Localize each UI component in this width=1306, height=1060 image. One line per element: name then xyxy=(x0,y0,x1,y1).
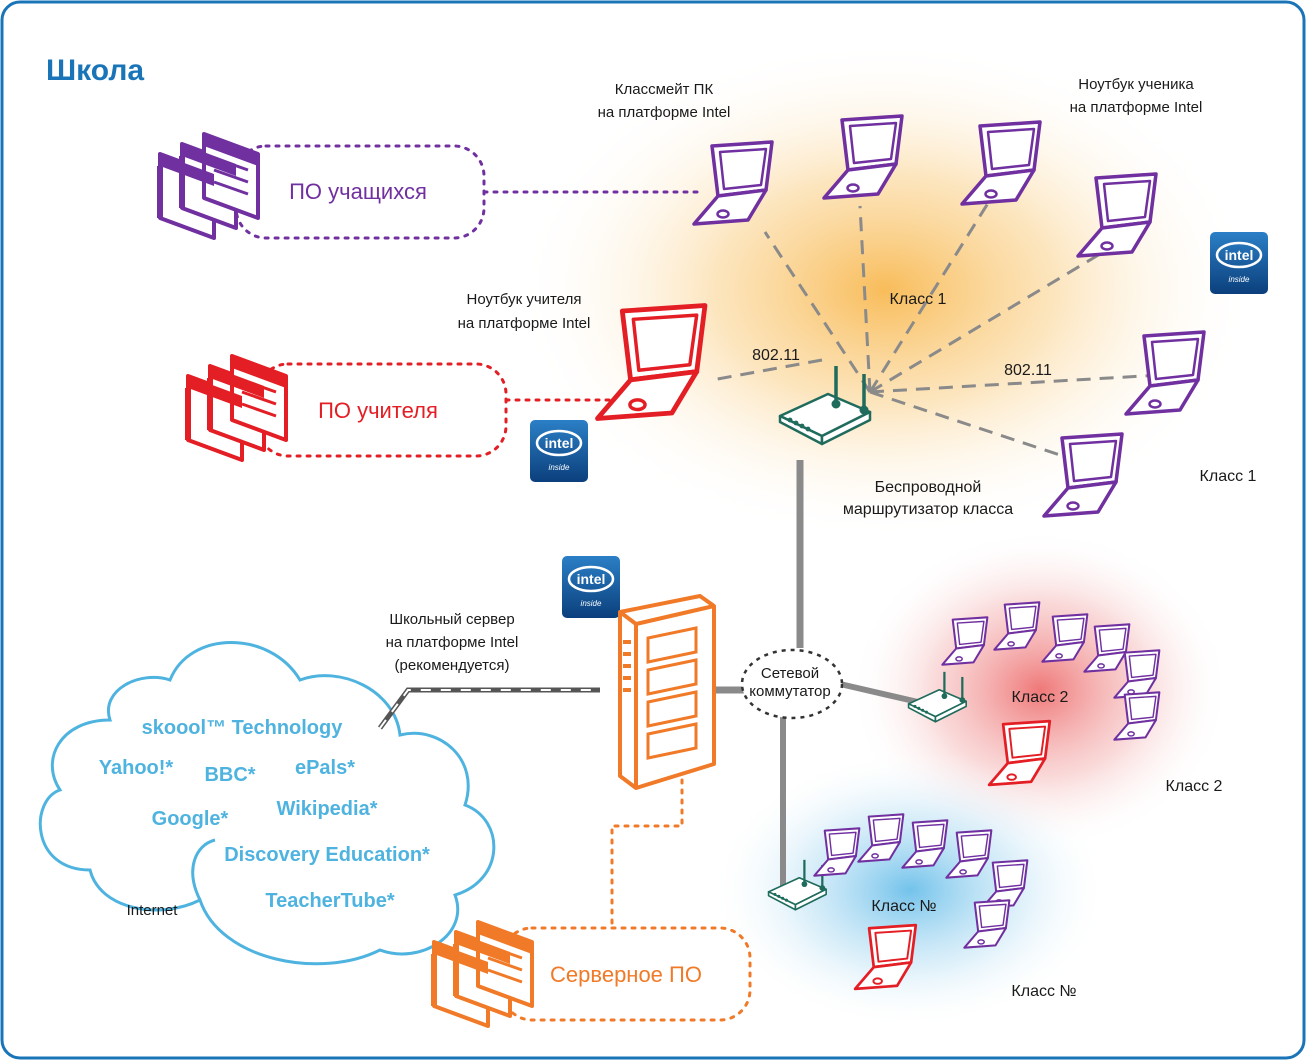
cloud-item-bbc: BBC* xyxy=(204,764,255,786)
cloud-item-google: Google* xyxy=(152,808,229,830)
internet-cloud xyxy=(38,641,496,966)
classmate-pc-label-line2: на платформе Intel xyxy=(598,104,731,121)
page-title: Школа xyxy=(46,54,144,87)
school-server-label-line3: (рекомендуется) xyxy=(395,657,510,674)
internet-to-server-link xyxy=(377,687,600,730)
intel-logo-text: intel xyxy=(1225,247,1254,263)
class1-side-label: Класс 1 xyxy=(1200,468,1257,485)
school-server-label-line1: Школьный сервер xyxy=(389,611,514,628)
internet-label: Internet xyxy=(127,902,179,919)
teacher-laptop-label-line2: на платформе Intel xyxy=(458,315,591,332)
cloud-item-discovery: Discovery Education* xyxy=(224,844,430,866)
switch-label-line1: Сетевой xyxy=(761,665,819,682)
classmate-pc-label-line1: Классмейт ПК xyxy=(615,81,714,98)
student-software-label: ПО учащихся xyxy=(289,179,427,204)
teacher-software-bubble xyxy=(256,362,508,458)
intel-tagline-text: inside xyxy=(1229,275,1250,284)
classn-glow xyxy=(710,750,1110,1030)
school-server-icon xyxy=(618,594,716,790)
cloud-item-epals: ePals* xyxy=(295,757,355,779)
wifi-label-right: 802.11 xyxy=(1004,362,1052,379)
class2-side-label: Класс 2 xyxy=(1166,778,1223,795)
cloud-inner-curve xyxy=(191,838,216,901)
switch-to-class2-link xyxy=(839,681,919,705)
cloud-item-skoool: skoool™ Technology xyxy=(142,717,344,739)
wifi-label-left: 802.11 xyxy=(752,347,800,364)
cloud-item-yahoo: Yahoo!* xyxy=(99,757,174,779)
network-switch xyxy=(740,648,844,720)
intel-inside-badge: intel inside xyxy=(1210,232,1268,294)
class1-center-label: Класс 1 xyxy=(890,291,947,308)
intel-tagline-text: inside xyxy=(549,463,570,472)
student-laptop-label-line1: Ноутбук ученика xyxy=(1078,76,1194,93)
intel-tagline-text: inside xyxy=(581,599,602,608)
cloud-item-teachertube: TeacherTube* xyxy=(265,890,395,912)
router-label-line1: Беспроводной xyxy=(875,479,982,496)
server-software-link xyxy=(610,758,684,930)
classn-side-label: Класс № xyxy=(1011,983,1076,1000)
router-label-line2: маршрутизатор класса xyxy=(843,501,1013,518)
intel-logo-text: intel xyxy=(577,571,606,587)
classn-center-label: Класс № xyxy=(871,898,936,915)
teacher-laptop-label-line1: Ноутбук учителя xyxy=(467,291,582,308)
school-server-label-line2: на платформе Intel xyxy=(386,634,519,651)
server-software-label: Серверное ПО xyxy=(550,962,702,987)
student-laptop-label-line2: на платформе Intel xyxy=(1070,99,1203,116)
class1-glow xyxy=(515,40,1255,540)
intel-inside-badge: intel inside xyxy=(562,556,620,618)
cloud-item-wikipedia: Wikipedia* xyxy=(277,798,378,820)
class2-center-label: Класс 2 xyxy=(1012,689,1069,706)
server-software-bubble xyxy=(500,926,752,1022)
intel-logo-text: intel xyxy=(545,435,574,451)
teacher-software-label: ПО учителя xyxy=(318,398,438,423)
wireless-links-class1 xyxy=(711,199,1161,467)
switch-label-line2: коммутатор xyxy=(749,683,830,700)
intel-inside-badge: intel inside xyxy=(530,420,588,482)
